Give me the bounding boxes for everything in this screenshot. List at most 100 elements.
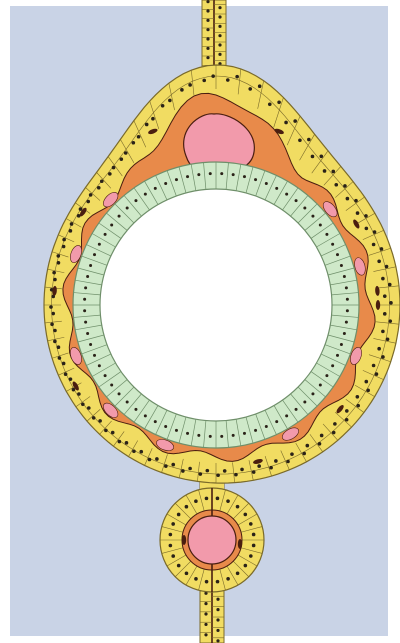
- inner-nucleus: [243, 432, 246, 435]
- outer-nucleus: [199, 472, 203, 476]
- bulb-nucleus: [169, 533, 173, 537]
- inner-nucleus: [254, 429, 257, 432]
- inner-nucleus: [186, 175, 189, 178]
- inner-nucleus: [346, 298, 349, 301]
- outer-nucleus: [164, 464, 168, 468]
- outer-nucleus: [51, 312, 55, 316]
- outer-nucleus: [79, 207, 83, 211]
- outer-nucleus: [100, 179, 104, 183]
- inner-nucleus: [118, 215, 121, 218]
- inner-nucleus: [134, 199, 137, 202]
- stalk-nucleus: [204, 612, 207, 615]
- bulb-nucleus: [194, 499, 198, 503]
- bulb-nucleus: [205, 580, 209, 584]
- inner-nucleus: [295, 408, 298, 411]
- outer-nucleus: [69, 377, 73, 381]
- outer-nucleus: [235, 75, 239, 79]
- outer-nucleus: [319, 154, 323, 158]
- outer-nucleus: [345, 418, 349, 422]
- inner-nucleus: [325, 233, 328, 236]
- outer-nucleus: [180, 88, 184, 92]
- outer-nucleus: [58, 356, 62, 360]
- inner-nucleus: [336, 253, 339, 256]
- inner-nucleus: [319, 223, 322, 226]
- inner-nucleus: [243, 175, 246, 178]
- inner-nucleus: [220, 172, 223, 175]
- bottom-bulb: [160, 488, 264, 592]
- outer-nucleus: [356, 395, 360, 399]
- outer-nucleus: [98, 419, 102, 423]
- inner-nucleus: [98, 364, 101, 367]
- outer-nucleus: [257, 464, 261, 468]
- stalk-nucleus: [216, 598, 219, 601]
- outer-nucleus: [139, 450, 143, 454]
- stalk-nucleus: [206, 9, 209, 12]
- outer-nucleus: [151, 117, 155, 121]
- outer-nucleus: [302, 452, 306, 456]
- outer-nucleus: [132, 141, 136, 145]
- outer-nucleus: [388, 319, 392, 323]
- inner-nucleus: [265, 182, 268, 185]
- inner-nucleus: [346, 309, 349, 312]
- outer-nucleus: [365, 227, 369, 231]
- inner-nucleus: [265, 425, 268, 428]
- bulb-nucleus: [252, 533, 256, 537]
- bulb-nucleus: [226, 577, 230, 581]
- outer-nucleus: [332, 431, 336, 435]
- outer-nucleus: [120, 157, 124, 161]
- outer-nucleus: [226, 78, 230, 82]
- bulb-nucleus: [226, 499, 230, 503]
- inner-nucleus: [209, 172, 212, 175]
- bulb-nucleus: [194, 577, 198, 581]
- inner-nucleus: [340, 343, 343, 346]
- inner-nucleus: [110, 384, 113, 387]
- bulb-nucleus: [236, 571, 240, 575]
- outer-nucleus: [380, 247, 384, 251]
- bulb-nucleus: [177, 513, 181, 517]
- outer-nucleus: [286, 460, 290, 464]
- outer-nucleus: [268, 103, 272, 107]
- inner-nucleus: [118, 392, 121, 395]
- outer-nucleus: [284, 121, 288, 125]
- bulb-nucleus: [185, 505, 189, 509]
- outer-nucleus: [89, 193, 93, 197]
- bulb-nucleus: [171, 554, 175, 558]
- inner-nucleus: [311, 392, 314, 395]
- outer-nucleus: [112, 166, 116, 170]
- stalk-nucleus: [216, 608, 219, 611]
- inner-nucleus: [343, 275, 346, 278]
- inner-nucleus: [254, 178, 257, 181]
- inner-nucleus: [303, 207, 306, 210]
- outer-nucleus: [145, 123, 149, 127]
- outer-nucleus: [248, 87, 252, 91]
- bulb-nucleus: [171, 522, 175, 526]
- inner-nucleus: [83, 298, 86, 301]
- inner-nucleus: [209, 435, 212, 438]
- outer-nucleus: [92, 416, 96, 420]
- inner-nucleus: [83, 309, 86, 312]
- bulb-nucleus: [216, 497, 220, 501]
- outer-nucleus: [383, 294, 387, 298]
- outer-nucleus: [69, 229, 73, 233]
- stalk-nucleus: [216, 618, 219, 621]
- outer-nucleus: [381, 330, 385, 334]
- outer-nucleus: [356, 211, 360, 215]
- bulb-lumen: [188, 516, 236, 564]
- outer-nucleus: [181, 469, 185, 473]
- outer-nucleus: [366, 389, 370, 393]
- inner-nucleus: [232, 173, 235, 176]
- outer-nucleus: [290, 452, 294, 456]
- outer-nucleus: [53, 278, 57, 282]
- outer-nucleus: [320, 434, 324, 438]
- outer-nucleus: [104, 429, 108, 433]
- outer-nucleus: [252, 470, 256, 474]
- stalk-nucleus: [218, 34, 221, 37]
- outer-nucleus: [293, 119, 297, 123]
- stalk-nucleus: [204, 623, 207, 626]
- outer-nucleus: [364, 214, 368, 218]
- stalk-nucleus: [218, 43, 221, 46]
- outer-nucleus: [62, 362, 66, 366]
- bulb-nucleus: [169, 544, 173, 548]
- inner-nucleus: [340, 264, 343, 267]
